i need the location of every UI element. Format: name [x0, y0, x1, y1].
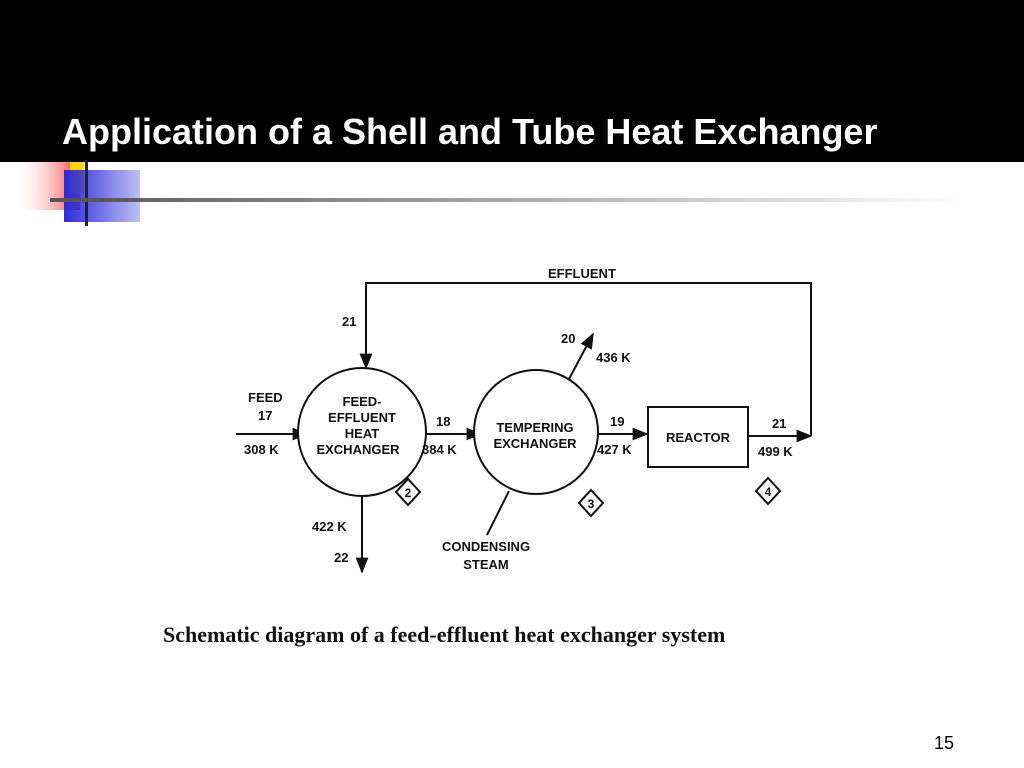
- hx2-label-line-1: TEMPERING: [496, 420, 573, 435]
- accent-vertical-line: [85, 160, 88, 226]
- feed-label: FEED: [248, 390, 283, 405]
- title-bar: Application of a Shell and Tube Heat Exc…: [0, 0, 1024, 162]
- stream-19-label: 19: [610, 414, 624, 429]
- stream-20-temp-label: 436 K: [596, 350, 631, 365]
- hx1-label-line-2: EFFLUENT: [328, 410, 396, 425]
- hx2-tag-label: 3: [588, 497, 595, 511]
- hx1-tag-label: 2: [405, 486, 412, 500]
- title-accent-decoration: [14, 160, 970, 226]
- hx2-label-line-2: EXCHANGER: [493, 436, 577, 451]
- diagram-caption: Schematic diagram of a feed-effluent hea…: [163, 622, 726, 647]
- accent-blue-block: [64, 170, 140, 222]
- hx1-label-line-4: EXCHANGER: [316, 442, 400, 457]
- stream-21-temp-label: 499 K: [758, 444, 793, 459]
- stream-21-return-label: 21: [342, 314, 356, 329]
- reactor-box: [647, 406, 749, 468]
- steam-label-line-2: STEAM: [463, 557, 509, 572]
- steam-label-line-1: CONDENSING: [442, 539, 530, 554]
- hx1-tag-diamond: [394, 477, 422, 507]
- reactor-label: REACTOR: [666, 430, 731, 445]
- stream-18-label: 18: [436, 414, 450, 429]
- hx1-label-line-1: FEED-: [343, 394, 382, 409]
- effluent-label: EFFLUENT: [548, 266, 616, 281]
- slide-title: Application of a Shell and Tube Heat Exc…: [62, 111, 878, 152]
- stream-22-temp-label: 422 K: [312, 519, 347, 534]
- effluent-recycle-line: [359, 282, 812, 436]
- page-number: 15: [934, 733, 955, 753]
- stream-18-temp-label: 384 K: [422, 442, 457, 457]
- stream-20-label: 20: [561, 331, 575, 346]
- hx2-tag-diamond: [577, 488, 605, 518]
- stream-22-label: 22: [334, 550, 348, 565]
- tempering-exchanger: [473, 369, 599, 495]
- reactor-tag-label: 4: [765, 485, 772, 499]
- hx1-label-line-3: HEAT: [345, 426, 379, 441]
- stream-20-line: [568, 332, 594, 380]
- accent-horizontal-line: [50, 198, 970, 202]
- feed-temp-label: 308 K: [244, 442, 279, 457]
- stream-19-temp-label: 427 K: [597, 442, 632, 457]
- reactor-tag-diamond: [754, 476, 782, 506]
- feed-stream-label: 17: [258, 408, 272, 423]
- stream-21-out-label: 21: [772, 416, 786, 431]
- condensing-steam-line: [486, 490, 510, 536]
